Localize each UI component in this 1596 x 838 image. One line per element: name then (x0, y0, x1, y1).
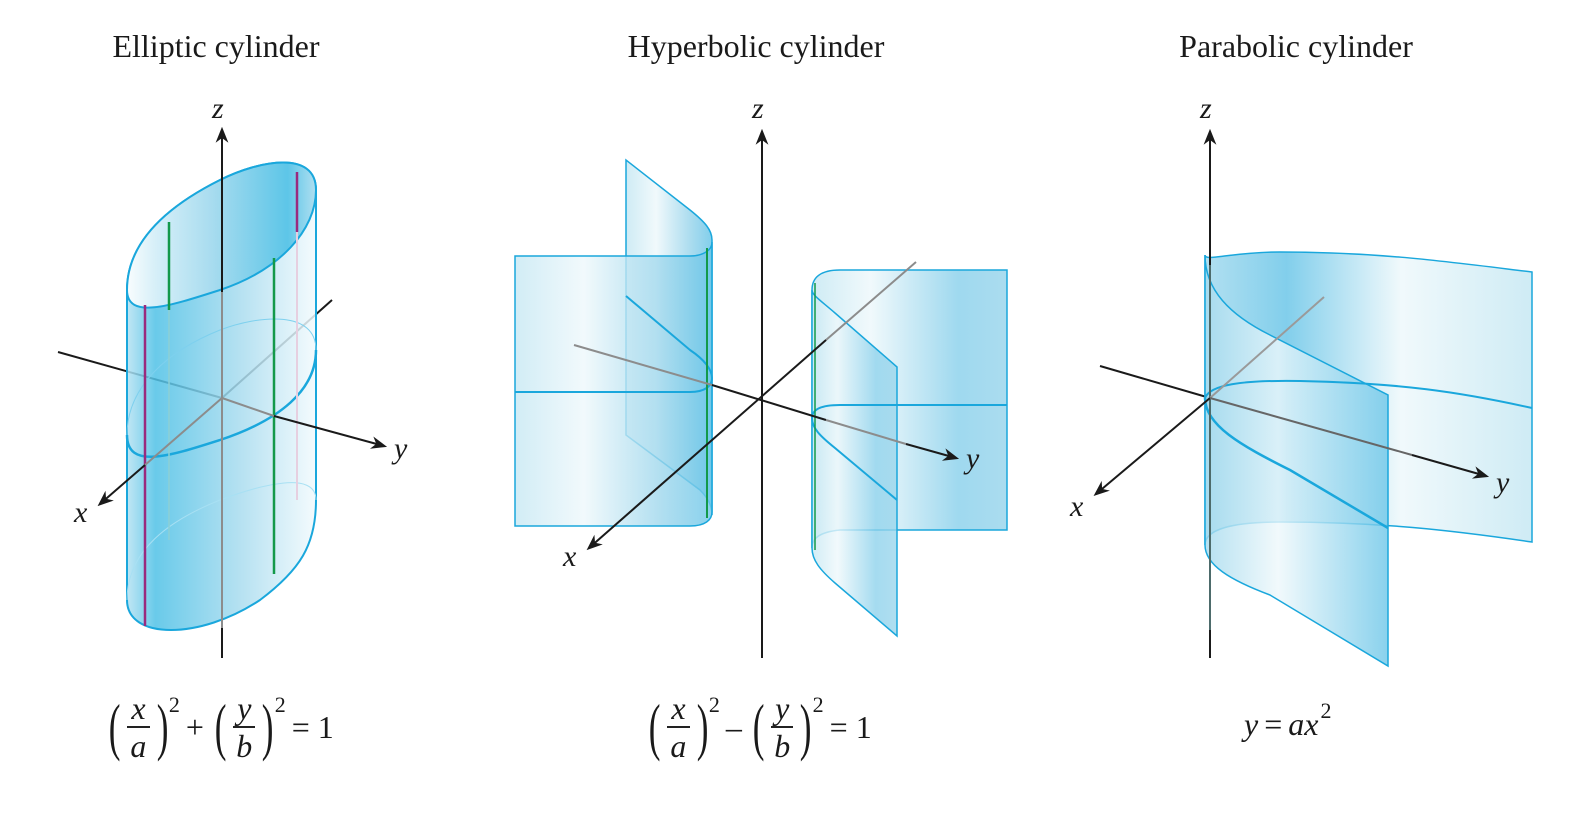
eq-num: x (667, 690, 690, 728)
parabolic-panel (1093, 128, 1533, 668)
hyperbolic-left-mid-curve (515, 295, 714, 393)
eq-num: y (233, 690, 256, 728)
hyperbolic-y-label: y (966, 442, 980, 475)
elliptic-mid-ellipse-front (125, 349, 318, 458)
hyperbolic-x-axis (586, 339, 827, 551)
parabolic-z-label: z (1200, 92, 1212, 125)
hyperbolic-x-label: x (563, 540, 577, 573)
parabolic-title: Parabolic cylinder (1179, 28, 1413, 64)
elliptic-x-label: x (74, 496, 88, 529)
eq-den: b (236, 728, 253, 764)
elliptic-z-label: z (212, 92, 224, 125)
hyperbolic-x-axis-hidden (825, 261, 917, 341)
hyperbolic-y-axis (905, 443, 960, 461)
parabolic-mid-curve-front (1203, 397, 1389, 530)
elliptic-panel (57, 126, 388, 658)
parabolic-equation: y = ax 2 (1244, 697, 1332, 743)
eq-den: a (670, 728, 687, 764)
hyperbolic-title: Hyperbolic cylinder (627, 28, 885, 64)
elliptic-y-axis (273, 415, 388, 449)
elliptic-x-axis-hidden (144, 397, 223, 466)
eq-den: b (774, 728, 791, 764)
eq-den: a (130, 728, 147, 764)
parabolic-y-label: y (1496, 466, 1510, 499)
parabolic-x-label: x (1070, 490, 1084, 523)
parabolic-y-axis-hidden (1209, 397, 1413, 456)
eq-num: y (771, 690, 794, 728)
elliptic-title: Elliptic cylinder (112, 28, 320, 64)
elliptic-mid-ellipse-back (126, 318, 317, 436)
elliptic-y-axis-hidden (221, 397, 275, 417)
hyperbolic-y-axis-hidden-left (573, 344, 713, 386)
hyperbolic-y-axis-hidden-right (825, 419, 907, 445)
elliptic-bottom-ellipse-back (126, 482, 317, 601)
elliptic-y-label: y (394, 432, 408, 465)
elliptic-x-axis (97, 464, 146, 507)
hyperbolic-z-label: z (752, 92, 764, 125)
hyperbolic-right-mid-curve (810, 404, 1007, 501)
hyperbolic-y-axis-mid (711, 384, 827, 421)
parabolic-x-axis-hidden (1209, 296, 1325, 399)
hyperbolic-left-front-wing (514, 241, 713, 527)
hyperbolic-panel (514, 128, 1008, 658)
parabolic-x-axis-back (1099, 365, 1211, 399)
parabolic-x-axis (1093, 397, 1211, 497)
parabolic-y-axis (1411, 454, 1490, 479)
eq-num: x (127, 690, 150, 728)
